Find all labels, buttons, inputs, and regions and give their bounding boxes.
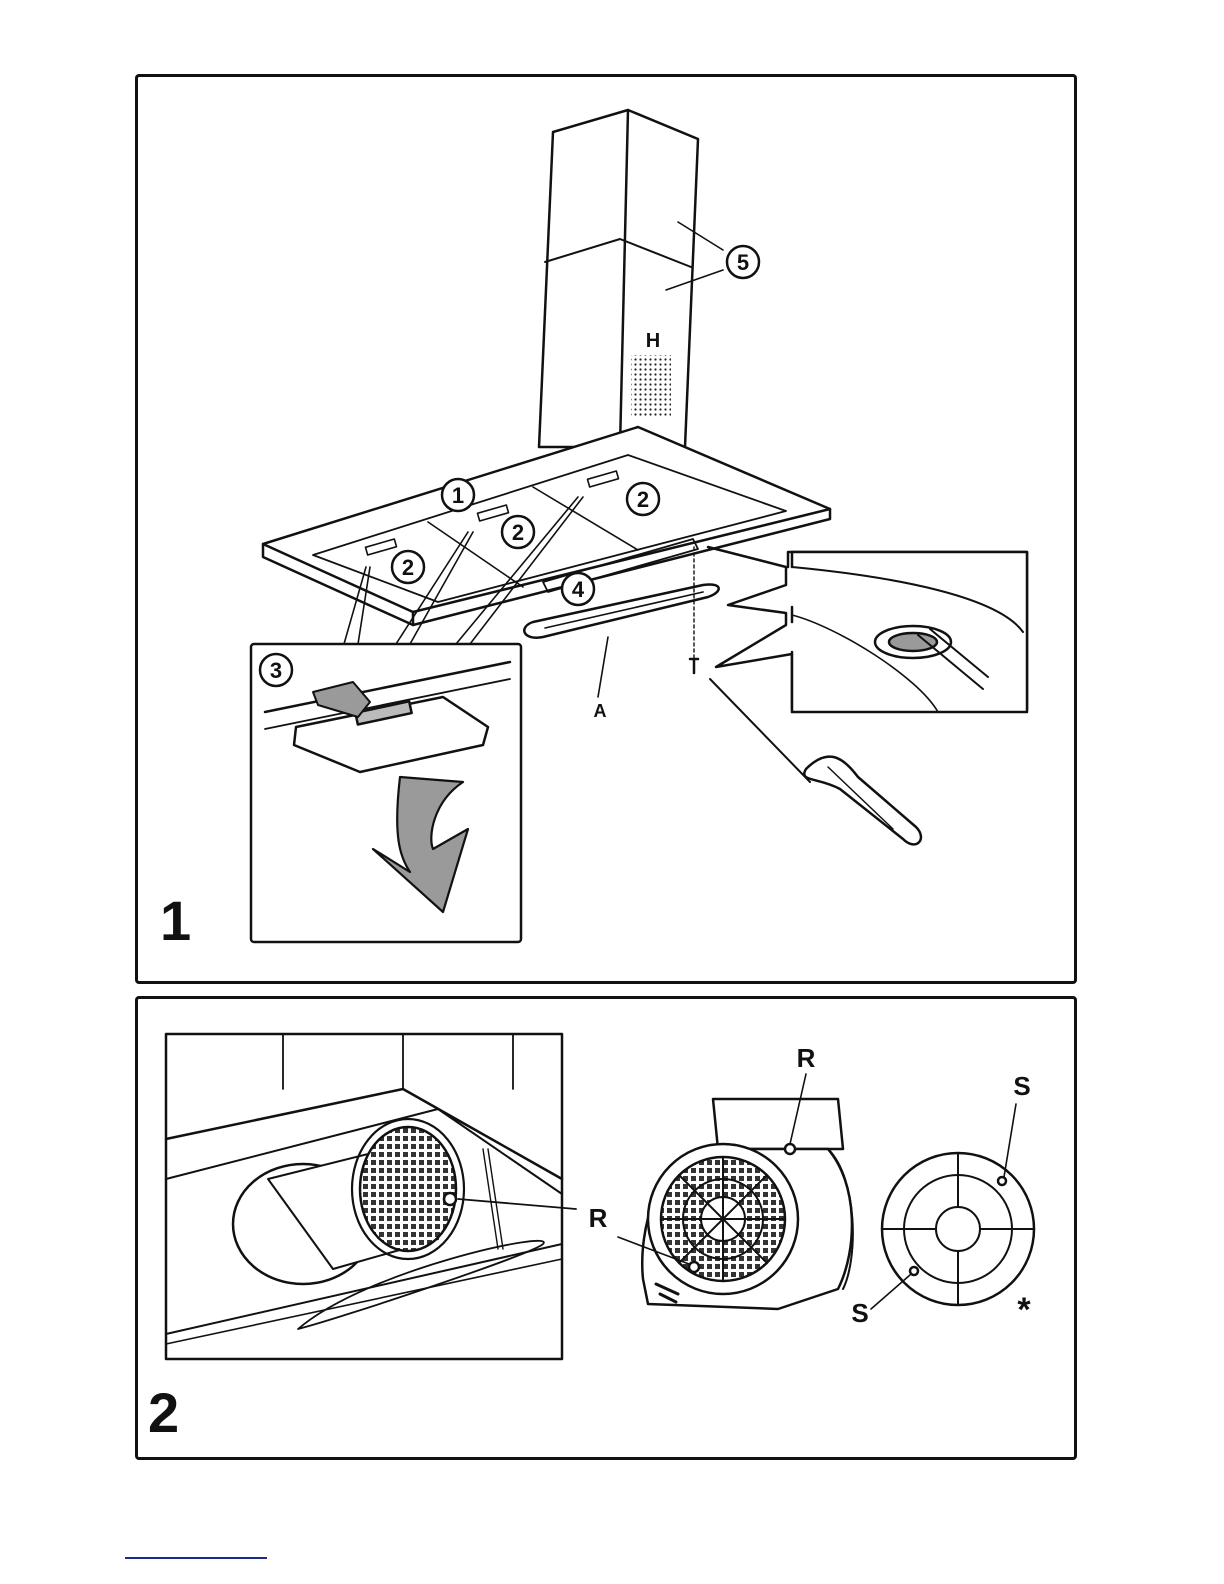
label-r-left: R [589,1203,608,1233]
filter-detail-box [251,644,521,942]
label-s-top: S [1013,1071,1030,1101]
figure-1-illustration: 5 1 2 2 2 4 3 H A [138,77,1080,987]
hood-canopy [263,427,830,625]
part-a-strip [524,584,718,697]
callout-2-left: 2 [402,555,414,580]
blower-motor [618,1074,853,1309]
callout-2-middle: 2 [512,520,524,545]
callout-2-right: 2 [637,487,649,512]
figure-1-number: 1 [160,893,191,949]
asterisk-mark: * [1017,1291,1031,1329]
motor-in-hood-box [166,1034,576,1359]
label-s-bottom: S [851,1298,868,1328]
callout-1: 1 [452,483,464,508]
callout-3: 3 [270,658,282,683]
callout-5: 5 [737,250,749,275]
figure-2-number: 2 [148,1385,179,1441]
figure-1-panel: 5 1 2 2 2 4 3 H A 1 [135,74,1077,984]
footer-rule [125,1557,267,1559]
callout-4: 4 [572,577,585,602]
label-a: A [594,701,607,721]
figure-2-illustration: R R S S * [138,999,1080,1463]
vent-grille [631,355,671,417]
label-r-top: R [797,1043,816,1073]
zoom-detail-box [708,547,1027,712]
carbon-filter-disc [871,1104,1034,1309]
label-h: H [646,330,660,352]
chimney [539,110,723,447]
figure-2-panel: R R S S * 2 [135,996,1077,1460]
